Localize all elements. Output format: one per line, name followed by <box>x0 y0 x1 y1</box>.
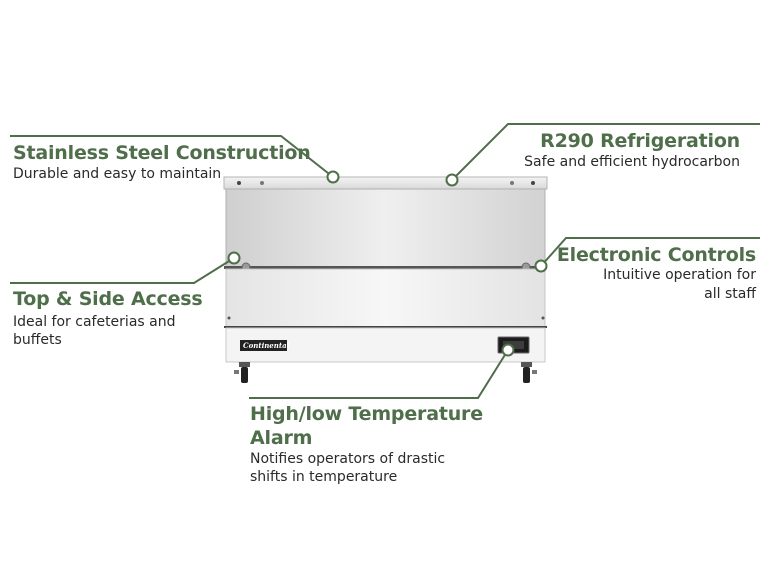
controls-leader-line <box>540 237 760 267</box>
refrigeration-description: Safe and efficient hydrocarbon <box>524 154 740 170</box>
controls-title: Electronic Controls <box>556 244 756 266</box>
alarm-title-line2: Alarm <box>250 427 313 449</box>
brand-logo-text: Continental <box>243 341 290 350</box>
alarm-leader-line <box>249 349 509 399</box>
access-description-line1: Ideal for cafeterias and <box>13 314 176 330</box>
alarm-description-line2: shifts in temperature <box>250 469 398 485</box>
brand-logo-plate <box>240 340 287 351</box>
stainless-title: Stainless Steel Construction <box>13 142 311 164</box>
access-marker <box>227 251 241 265</box>
stainless-marker <box>326 170 340 184</box>
stainless-leader-line <box>10 135 334 178</box>
access-description-line2: buffets <box>13 332 62 348</box>
refrigeration-marker <box>445 173 459 187</box>
controls-marker <box>534 259 548 273</box>
alarm-marker <box>501 343 515 357</box>
alarm-title-line1: High/low Temperature <box>250 403 483 425</box>
stainless-description: Durable and easy to maintain <box>13 166 222 182</box>
caster-left <box>234 362 250 383</box>
alarm-description-line1: Notifies operators of drastic <box>250 451 446 467</box>
controls-description-line2: all staff <box>704 286 756 302</box>
access-title: Top & Side Access <box>13 288 203 310</box>
controls-description-line1: Intuitive operation for <box>603 267 756 283</box>
refrigeration-leader-line <box>451 123 760 181</box>
caster-right <box>521 362 537 383</box>
access-leader-line <box>10 257 235 284</box>
refrigeration-title: R290 Refrigeration <box>540 130 740 152</box>
